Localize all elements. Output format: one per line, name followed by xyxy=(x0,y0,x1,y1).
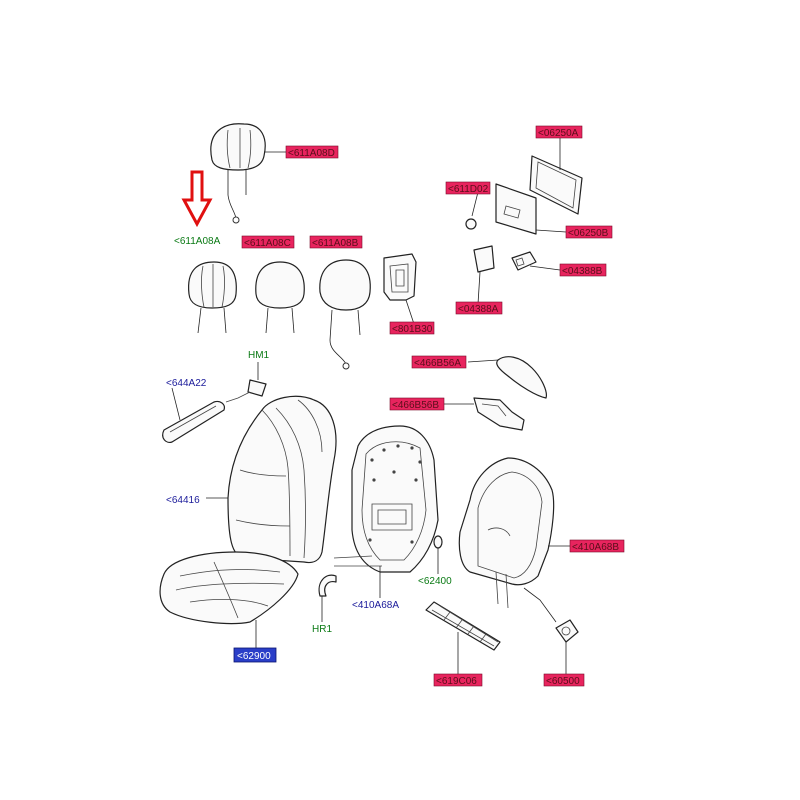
mesh-panel-619c06 xyxy=(425,601,501,676)
callout-04388A: <04388A xyxy=(455,301,503,315)
svg-text:<466B56B: <466B56B xyxy=(392,400,439,411)
component-04388b xyxy=(511,251,561,271)
callout-410A68A: <410A68A xyxy=(352,600,399,611)
svg-text:<04388A: <04388A xyxy=(458,304,499,315)
svg-text:<04388B: <04388B xyxy=(562,266,603,277)
svg-text:<06250A: <06250A xyxy=(538,128,579,139)
svg-text:<06250B: <06250B xyxy=(568,228,609,239)
headrest-a xyxy=(188,261,237,334)
svg-text:<60500: <60500 xyxy=(546,676,580,687)
trim-466b56b xyxy=(444,397,525,431)
callout-62900: <62900 xyxy=(233,647,277,663)
headrest-b xyxy=(319,259,371,370)
svg-text:<801B30: <801B30 xyxy=(392,324,433,335)
panel-06250b xyxy=(495,183,567,235)
motor-hm1 xyxy=(225,362,267,403)
callout-64416: <64416 xyxy=(166,495,200,506)
bolster-644a22 xyxy=(162,387,225,443)
bracket-801b30 xyxy=(383,253,417,325)
svg-text:<619C06: <619C06 xyxy=(436,676,477,687)
grommet-62400 xyxy=(433,535,443,574)
callout-801B30: <801B30 xyxy=(389,321,435,335)
callout-06250A: <06250A xyxy=(535,125,583,139)
callout-04388B: <04388B xyxy=(559,263,607,277)
headrest-top xyxy=(210,123,266,224)
seatback-panel-410a68b xyxy=(458,457,570,623)
callout-HM1: HM1 xyxy=(248,350,270,361)
callout-60500: <60500 xyxy=(543,673,585,687)
callout-611A08A: <611A08A xyxy=(174,236,221,247)
headrest-c xyxy=(255,261,305,334)
callout-611A08B: <611A08B xyxy=(309,235,363,249)
seat-cushion-62900 xyxy=(159,551,299,650)
highlight-arrow-icon xyxy=(181,170,213,228)
switch-60500 xyxy=(555,619,579,676)
callout-HR1: HR1 xyxy=(312,624,332,635)
callout-466B56A: <466B56A xyxy=(411,355,467,369)
callout-619C06: <619C06 xyxy=(433,673,483,687)
clip-611d02 xyxy=(465,191,479,230)
callout-644A22: <644A22 xyxy=(166,378,207,389)
svg-text:<466B56A: <466B56A xyxy=(414,358,461,369)
callout-410A68B: <410A68B xyxy=(569,539,625,553)
seatback-frame-410a68a xyxy=(333,425,439,598)
svg-text:<611D02: <611D02 xyxy=(448,184,489,195)
frame-06250a xyxy=(529,136,583,215)
svg-text:<410A68B: <410A68B xyxy=(572,542,619,553)
svg-text:<611A08C: <611A08C xyxy=(244,238,291,249)
trim-466b56a xyxy=(467,356,547,399)
callout-62400: <62400 xyxy=(418,576,452,587)
svg-text:<62900: <62900 xyxy=(237,651,271,662)
svg-text:<611A08B: <611A08B xyxy=(312,238,359,249)
seatback-cover-64416 xyxy=(206,395,337,564)
callout-611A08C: <611A08C xyxy=(241,235,295,249)
harness-hr1 xyxy=(318,574,337,622)
svg-text:<611A08D: <611A08D xyxy=(288,148,335,159)
callout-06250B: <06250B xyxy=(565,225,613,239)
callout-466B56B: <466B56B xyxy=(389,397,445,411)
callout-611D02: <611D02 xyxy=(445,181,491,195)
component-04388a xyxy=(473,245,495,305)
callout-611A08D: <611A08D xyxy=(264,145,339,159)
